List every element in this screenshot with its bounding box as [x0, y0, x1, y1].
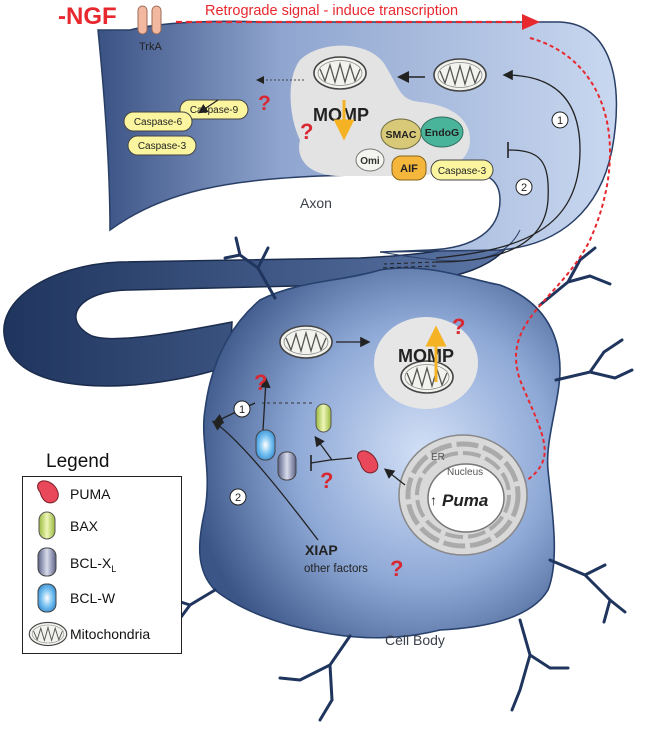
- other-factors-label: other factors: [304, 563, 368, 575]
- soma-path-question: ?: [254, 370, 267, 395]
- soma-step2-label: 2: [235, 492, 241, 504]
- bax-icon: [38, 511, 56, 540]
- caspase-question: ?: [258, 92, 271, 115]
- axon-loop: [3, 149, 523, 387]
- axon-momp-label: MOMP: [313, 105, 369, 125]
- caspase6-label: Caspase-6: [134, 117, 183, 128]
- aif-label: AIF: [400, 163, 418, 175]
- legend-icons: PUMA BAX BCL-XL BCL-W Mitochondria: [28, 480, 150, 647]
- axon-mitochondria-2: [433, 58, 487, 92]
- xiap-label: XIAP: [305, 542, 338, 558]
- legend-item-puma: PUMA: [70, 486, 111, 502]
- trka-receptor: [137, 5, 162, 35]
- er-nucleus: [398, 434, 528, 556]
- soma-step1-label: 1: [239, 404, 245, 416]
- puma-icon: [37, 480, 59, 504]
- legend-item-bclw: BCL-W: [70, 590, 116, 606]
- ngf-label: -NGF: [58, 3, 117, 30]
- caspase3-axon-label: Caspase-3: [138, 141, 187, 152]
- soma-mitochondria-1: [279, 325, 333, 359]
- omi-label: Omi: [360, 156, 380, 167]
- axon-step1-label: 1: [557, 115, 563, 127]
- axon-label: Axon: [300, 195, 332, 211]
- bclxl-icon: [37, 547, 57, 577]
- nucleus-label: Nucleus: [447, 467, 483, 478]
- other-factors-question: ?: [390, 556, 403, 581]
- er-label: ER: [431, 452, 445, 463]
- caspase9-label: Caspase-9: [190, 105, 239, 116]
- axon-momp-question: ?: [300, 119, 313, 144]
- bclw-protein: [255, 429, 276, 461]
- smac-label: SMAC: [386, 129, 417, 141]
- caspase3-released-label: Caspase-3: [438, 166, 487, 177]
- cell-body-label: Cell Body: [385, 632, 445, 648]
- soma-momp-label: MOMP: [398, 346, 454, 366]
- legend-item-bax: BAX: [70, 518, 99, 534]
- bax-protein: [315, 403, 332, 433]
- endog-label: EndoG: [425, 127, 459, 139]
- bclxl-protein: [277, 451, 297, 481]
- bcl-question: ?: [320, 468, 333, 493]
- puma-gene-arrow: ↑: [430, 492, 437, 508]
- legend-title: Legend: [46, 451, 110, 472]
- trka-label: TrkA: [139, 41, 162, 53]
- puma-protein: [357, 450, 379, 474]
- puma-gene-label: Puma: [442, 491, 488, 510]
- axon-mitochondria-1: [313, 56, 367, 90]
- soma-momp-question: ?: [452, 314, 465, 339]
- legend-item-mitochondria: Mitochondria: [70, 626, 150, 642]
- retrograde-label: Retrograde signal - induce transcription: [205, 3, 458, 19]
- axon-step2-label: 2: [521, 182, 527, 194]
- bclw-icon: [37, 583, 57, 613]
- legend-item-bclxl: BCL-XL: [70, 555, 116, 574]
- mitochondria-icon: [28, 621, 68, 647]
